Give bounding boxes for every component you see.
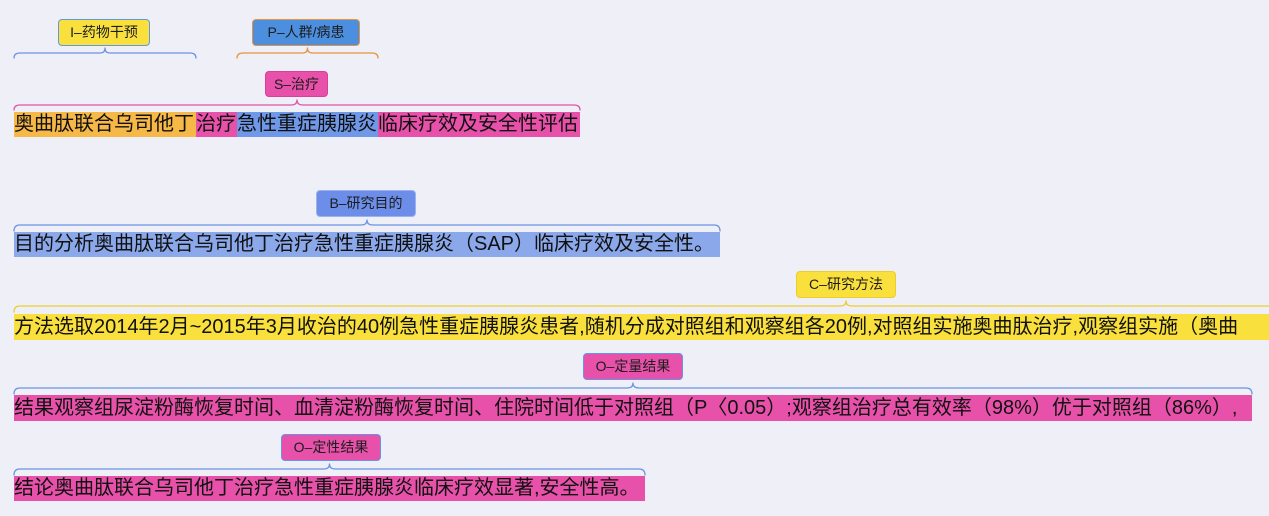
tag-treatment[interactable]: S–治疗 (265, 71, 328, 97)
objective-brace (13, 219, 721, 232)
highlight-disease[interactable]: 急性重症胰腺炎 (237, 112, 378, 137)
tag-intervention[interactable]: I–药物干预 (58, 19, 150, 46)
highlight-treatment[interactable]: 治疗 (196, 112, 237, 137)
objective-text-highlight[interactable]: 目的分析奥曲肽联合乌司他丁治疗急性重症胰腺炎（SAP）临床疗效及安全性。 (14, 232, 720, 257)
population-brace (236, 47, 379, 59)
result-text-highlight[interactable]: 结果观察组尿淀粉酶恢复时间、血清淀粉酶恢复时间、住院时间低于对照组（P〈0.05… (14, 395, 1252, 421)
qualitative-result-brace (13, 463, 646, 476)
tag-qualitative-result[interactable]: O–定性结果 (281, 434, 381, 461)
conclusion-text-highlight[interactable]: 结论奥曲肽联合乌司他丁治疗急性重症胰腺炎临床疗效显著,安全性高。 (14, 476, 645, 501)
tag-population[interactable]: P–人群/病患 (252, 19, 360, 46)
method-brace (13, 300, 1269, 313)
highlight-drug[interactable]: 奥曲肽联合乌司他丁 (14, 112, 196, 137)
quantitative-result-brace (13, 382, 1253, 395)
treatment-brace (13, 99, 581, 111)
tag-objective[interactable]: B–研究目的 (316, 190, 416, 217)
intervention-brace (13, 47, 197, 59)
highlight-outcome[interactable]: 临床疗效及安全性评估 (378, 112, 580, 137)
tag-quantitative-result[interactable]: O–定量结果 (583, 353, 683, 380)
title-line: 奥曲肽联合乌司他丁 治疗 急性重症胰腺炎 临床疗效及安全性评估 (14, 112, 580, 137)
tag-method[interactable]: C–研究方法 (796, 271, 896, 298)
method-text-highlight[interactable]: 方法选取2014年2月~2015年3月收治的40例急性重症胰腺炎患者,随机分成对… (14, 314, 1269, 340)
